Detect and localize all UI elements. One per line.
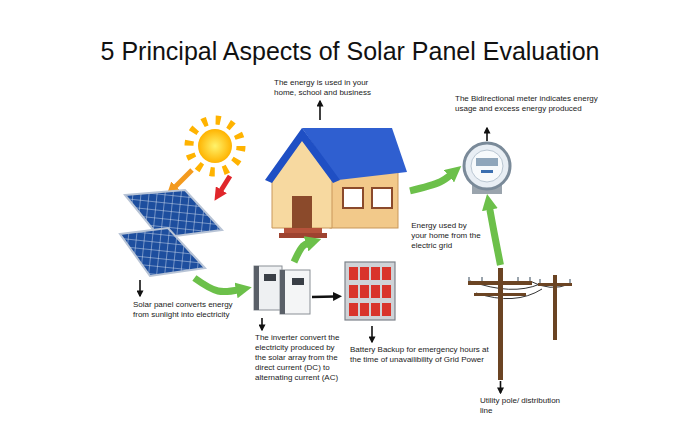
sun-rays (189, 120, 241, 172)
connector-arrow (312, 295, 335, 298)
inverter-picture (254, 266, 259, 310)
energy-flow-arrow (294, 243, 309, 262)
meter-body (464, 143, 510, 189)
sunlight-arrow (220, 176, 230, 192)
bidirectional-meter: The Bidirectional meter indicates energy… (462, 140, 512, 194)
leader-arrow (319, 101, 321, 120)
component-caption: The energy is used in your home, school … (274, 78, 386, 98)
pole-crossbar (474, 293, 526, 296)
battery-rack (345, 262, 395, 320)
house-window (372, 188, 392, 208)
house-window (343, 188, 363, 208)
pole-insulator (469, 277, 570, 283)
component-caption: Utility pole/ distribution line (480, 396, 565, 416)
caption-block: Battery Backup for emergency hours at th… (350, 345, 490, 365)
meter-display (476, 158, 498, 166)
solar-panel: Solar panel converts energy from sunligh… (116, 186, 228, 278)
inverter-screen (292, 278, 304, 285)
battery-bank: Battery Backup for emergency hours at th… (342, 258, 400, 324)
leader-arrow (500, 381, 502, 393)
house: The energy is used in your home, school … (262, 120, 410, 238)
leader-arrow (371, 326, 373, 342)
pole-crossbar (538, 283, 572, 286)
component-caption: Solar panel converts energy from sunligh… (133, 300, 243, 320)
caption-block: Solar panel converts energy from sunligh… (133, 300, 243, 320)
utility-pole: Utility pole/ distribution line (458, 265, 574, 385)
house-step (284, 228, 322, 233)
component-caption: Battery Backup for emergency hours at th… (350, 345, 490, 365)
energy-flow-arrow (489, 207, 500, 265)
energy-flow-arrow (194, 278, 239, 291)
inverter-picture (280, 270, 310, 314)
sunlight-arrow (174, 170, 192, 188)
flow-label: Energy used by your home from the electr… (410, 220, 484, 252)
component-caption: The Bidirectional meter indicates energy… (455, 94, 607, 114)
leader-arrow (261, 318, 263, 330)
caption-block: Utility pole/ distribution line (480, 396, 565, 416)
caption-block: The Bidirectional meter indicates energy… (455, 94, 607, 114)
inverter: The inverter convert the electricity pro… (252, 262, 312, 316)
caption-block: The energy is used in your home, school … (274, 78, 386, 98)
house-step (279, 233, 327, 238)
meter-face (471, 150, 503, 182)
leader-arrow (139, 280, 141, 296)
house-door (292, 196, 312, 228)
solar-panel-picture (120, 228, 205, 276)
energy-flow-arrow (410, 174, 451, 191)
house-roof (265, 128, 340, 183)
meter-dial (481, 170, 493, 173)
inverter-picture (280, 270, 285, 314)
page-title: 5 Principal Aspects of Solar Panel Evalu… (0, 36, 700, 66)
inverter-picture (254, 266, 282, 310)
battery-cells (349, 267, 391, 316)
component-caption: The inverter convert the electricity pro… (255, 333, 345, 383)
pole-crossbar (468, 281, 532, 285)
inverter-screen (264, 274, 276, 281)
caption-block: The inverter convert the electricity pro… (255, 333, 345, 383)
sun (198, 129, 232, 163)
leader-arrow (486, 128, 488, 141)
